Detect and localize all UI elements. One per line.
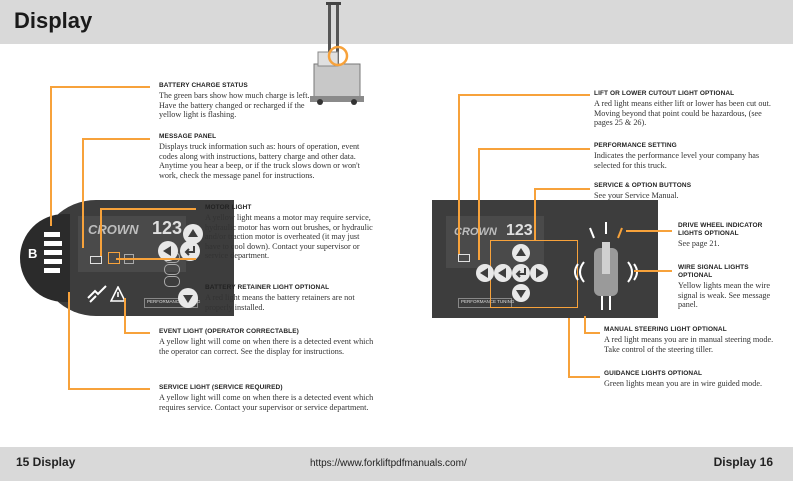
callout-title: WIRE SIGNAL LIGHTS optional — [678, 264, 749, 279]
battery-bar — [44, 250, 62, 255]
callout-title: DRIVE WHEEL INDICATOR LIGHTS optional — [678, 222, 763, 237]
performance-label-box — [144, 298, 198, 308]
footer-right-page-number: Display 16 — [713, 455, 773, 469]
callout-title: GUIDANCE LIGHTS optional — [604, 370, 703, 377]
page-title: Display — [14, 8, 93, 33]
callout-body: A red light means you are in manual stee… — [604, 335, 774, 354]
down-arrow-button-right[interactable] — [512, 284, 530, 302]
battery-charge-status-callout: BATTERY CHARGE STATUS The green bars sho… — [159, 82, 319, 120]
left-arrow-button[interactable] — [158, 241, 178, 261]
battery-bar — [44, 268, 60, 273]
guidance-lights-callout: GUIDANCE LIGHTS optional Green lights me… — [604, 370, 774, 389]
performance-setting-callout: PERFORMANCE SETTING Indicates the perfor… — [594, 142, 774, 170]
option-button-2[interactable] — [164, 264, 180, 275]
performance-label: PERFORMANCE TUNING — [147, 299, 201, 304]
lift-lower-cutout-callout: LIFT OR LOWER CUTOUT LIGHT optional A re… — [594, 90, 774, 128]
battery-icon — [90, 256, 102, 264]
performance-label: PERFORMANCE TUNING — [461, 299, 515, 304]
forklift-illustration — [310, 2, 364, 105]
motor-light-callout: MOTOR LIGHT A yellow light means a motor… — [205, 204, 375, 261]
battery-bar — [44, 259, 62, 264]
callout-title: MESSAGE PANEL — [159, 133, 217, 140]
callout-title: SERVICE LIGHT (SERVICE REQUIRED) — [159, 384, 283, 391]
up-arrow-button-right[interactable] — [512, 244, 530, 262]
callout-body: Indicates the performance level your com… — [594, 151, 760, 170]
callout-body: See your Service Manual. — [594, 191, 679, 200]
display-number: 123 — [506, 222, 533, 239]
enter-button-right[interactable] — [512, 264, 530, 282]
callout-body: Green lights mean you are in wire guided… — [604, 379, 763, 388]
footer-left-page-number: 15 Display — [16, 455, 76, 469]
message-panel-callout: MESSAGE PANEL Displays truck information… — [159, 133, 374, 180]
display-number: 123 — [152, 218, 183, 238]
callout-body: A red light means either lift or lower h… — [594, 99, 771, 128]
callout-title: PERFORMANCE SETTING — [594, 142, 677, 149]
page-footer: 15 Display https://www.forkliftpdfmanual… — [0, 447, 793, 481]
callout-title: BATTERY CHARGE STATUS — [159, 82, 248, 89]
event-light-icon — [87, 285, 107, 303]
up-arrow-button[interactable] — [183, 224, 203, 244]
callout-title: BATTERY RETAINER LIGHT optional — [205, 284, 330, 291]
service-light-callout: SERVICE LIGHT (SERVICE REQUIRED) A yello… — [159, 384, 374, 412]
callout-title: MOTOR LIGHT — [205, 204, 252, 211]
wire-signal-lights-callout: WIRE SIGNAL LIGHTS optional Yellow light… — [678, 264, 782, 310]
cutout-light-icon — [458, 254, 470, 262]
performance-label-box-right — [458, 298, 512, 308]
callout-body: A red light means the battery retainers … — [205, 293, 355, 312]
battery-bar — [44, 232, 60, 237]
battery-bar — [44, 241, 62, 246]
callout-title: LIFT OR LOWER CUTOUT LIGHT optional — [594, 90, 735, 97]
option-button-3[interactable] — [164, 276, 180, 287]
battery-retainer-light-callout: BATTERY RETAINER LIGHT optional A red li… — [205, 284, 375, 312]
callout-body: See page 21. — [678, 239, 720, 248]
callout-body: Displays truck information such as: hour… — [159, 142, 360, 180]
battery-indicator-letter: B — [28, 246, 38, 261]
callout-body: A yellow light will come on when there i… — [159, 337, 374, 356]
service-option-buttons-callout: SERVICE & OPTION BUTTONS See your Servic… — [594, 182, 774, 201]
event-light-callout: EVENT LIGHT (OPERATOR CORRECTABLE) A yel… — [159, 328, 374, 356]
left-arrow-button-right[interactable] — [494, 264, 512, 282]
service-light-icon — [110, 286, 126, 302]
enter-button[interactable] — [180, 241, 200, 261]
brand-logo: CROWN — [88, 222, 139, 237]
callout-body: The green bars show how much charge is l… — [159, 91, 310, 120]
guidance-indicator — [574, 222, 638, 310]
callout-body: A yellow light means a motor may require… — [205, 213, 373, 261]
callout-body: Yellow lights mean the wire signal is we… — [678, 281, 771, 310]
battery-bars — [44, 232, 62, 273]
service-option-button-left[interactable] — [476, 264, 494, 282]
page-header: Display — [0, 0, 793, 44]
right-arrow-button-right[interactable] — [530, 264, 548, 282]
callout-body: A yellow light will come on when there i… — [159, 393, 374, 412]
down-arrow-button[interactable] — [178, 288, 198, 308]
callout-title: MANUAL STEERING LIGHT optional — [604, 326, 727, 333]
callout-title: EVENT LIGHT (OPERATOR CORRECTABLE) — [159, 328, 299, 335]
callout-title: SERVICE & OPTION BUTTONS — [594, 182, 692, 189]
manual-steering-light-callout: MANUAL STEERING LIGHT optional A red lig… — [604, 326, 774, 354]
footer-url[interactable]: https://www.forkliftpdfmanuals.com/ — [310, 458, 467, 469]
message-panel-screen-right — [446, 216, 544, 268]
brand-logo: CROWN — [454, 226, 497, 238]
drive-wheel-indicator-callout: DRIVE WHEEL INDICATOR LIGHTS optional Se… — [678, 222, 780, 249]
